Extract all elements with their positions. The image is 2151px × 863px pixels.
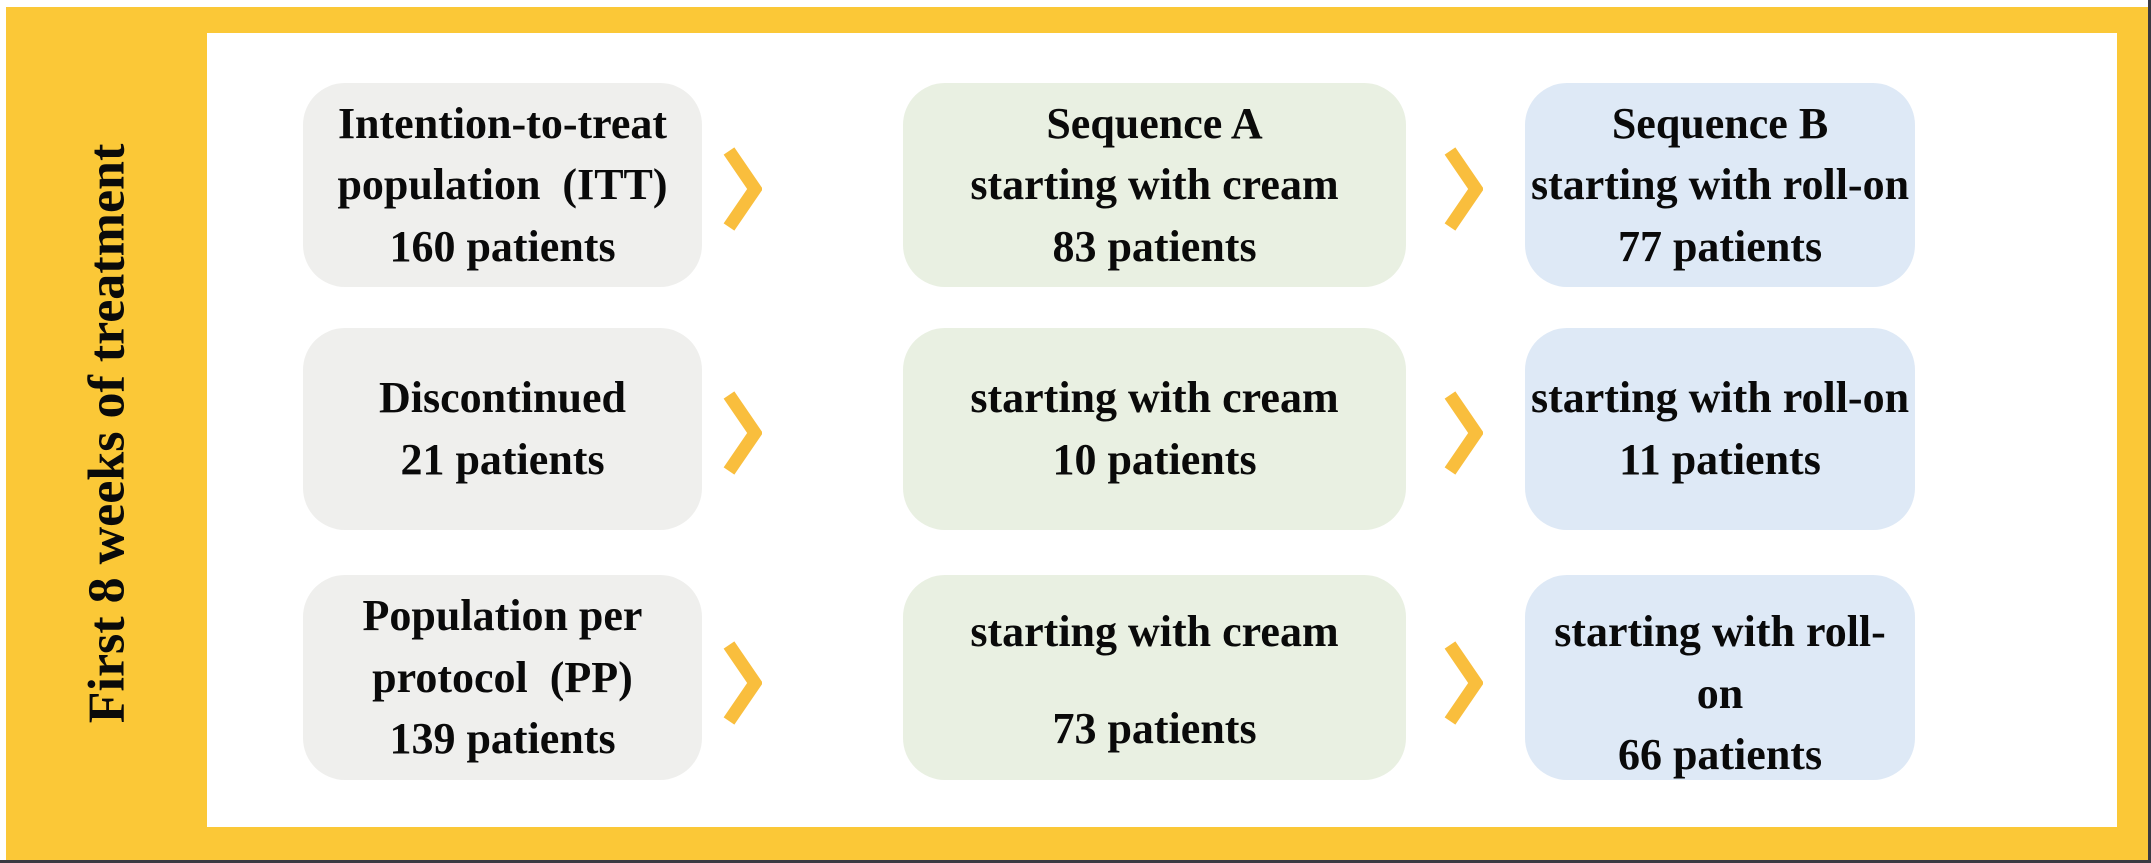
box-pp-population: Population per protocol (PP) 139 patient…: [303, 575, 702, 780]
box-line: starting with roll-on: [1530, 373, 1910, 423]
box-line: starting with cream: [970, 373, 1339, 423]
box-line: Population per: [362, 591, 643, 641]
box-discontinued-roll-on: starting with roll-on 11 patients: [1525, 328, 1915, 530]
box-itt-population: Intention-to-treat population (ITT) 160 …: [303, 83, 702, 287]
box-line: 66 patients: [1617, 730, 1823, 780]
box-line: 11 patients: [1619, 435, 1821, 484]
box-line: Sequence B: [1611, 98, 1829, 148]
box-sequence-b: Sequence B starting with roll-on 77 pati…: [1525, 83, 1915, 287]
box-discontinued-cream: starting with cream 10 patients: [903, 328, 1406, 530]
box-line: population (ITT): [337, 160, 668, 210]
box-pp-cream: starting with cream 73 patients: [903, 575, 1406, 780]
box-line: Intention-to-treat: [337, 98, 668, 148]
box-line: protocol (PP): [372, 652, 633, 702]
box-sequence-a: Sequence A starting with cream 83 patien…: [903, 83, 1406, 287]
box-line: Discontinued: [379, 373, 626, 423]
chevron-right-icon: [1444, 147, 1483, 231]
chevron-right-icon: [723, 147, 762, 231]
box-line: starting with roll-on: [1554, 607, 1886, 718]
box-discontinued: Discontinued 21 patients: [303, 328, 702, 530]
box-line: 83 patients: [1052, 221, 1257, 271]
chevron-right-icon: [1444, 391, 1483, 475]
box-line: starting with roll-on: [1530, 160, 1910, 210]
box-line: 73 patients: [1052, 704, 1257, 754]
box-line: Sequence A: [1046, 98, 1263, 148]
box-line: 21 patients: [400, 435, 605, 484]
chevron-right-icon: [1444, 641, 1483, 725]
chevron-right-icon: [723, 641, 762, 725]
box-line: 77 patients: [1617, 221, 1823, 271]
box-pp-roll-on: starting with roll-on 66 patients: [1525, 575, 1915, 780]
chevron-right-icon: [723, 391, 762, 475]
box-line: starting with cream: [970, 607, 1339, 656]
sidebar-label: First 8 weeks of treatment: [78, 143, 136, 724]
box-line: 139 patients: [389, 714, 616, 764]
sidebar: First 8 weeks of treatment: [6, 7, 207, 860]
box-line: 160 patients: [389, 221, 616, 271]
box-line: 10 patients: [1052, 435, 1257, 484]
box-line: starting with cream: [970, 160, 1339, 210]
